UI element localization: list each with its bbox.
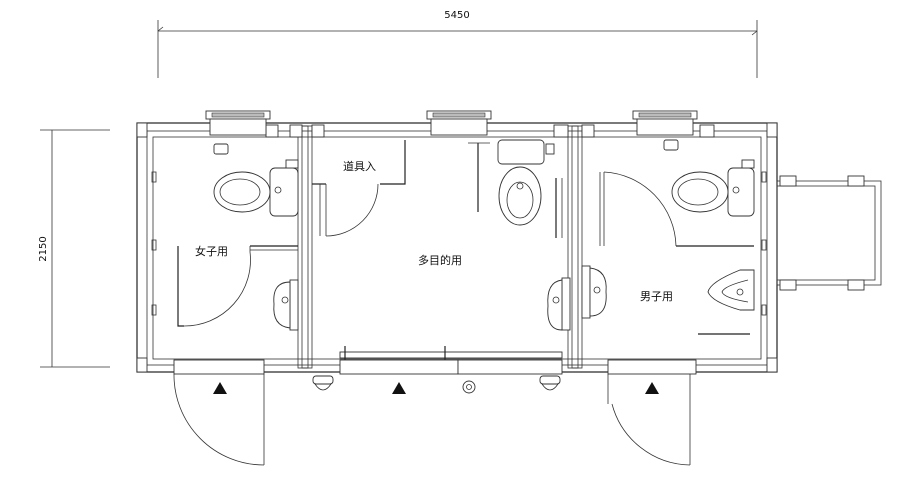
multipurpose-sink-icon [547, 277, 571, 331]
mens-room: 男子用 [581, 139, 755, 335]
multipurpose-entrance-arrow-icon [392, 382, 406, 394]
height-dimension: 2150 [38, 129, 110, 368]
vent-grilles [205, 110, 698, 136]
womens-sink-icon [273, 279, 299, 331]
mens-entrance-door-swing [611, 403, 691, 466]
width-dimension: 5450 [157, 10, 758, 78]
womens-entrance-door-swing [173, 373, 265, 466]
womens-toilet-icon [213, 159, 299, 217]
mens-entrance-arrow-icon [645, 382, 659, 394]
mens-room-label: 男子用 [640, 290, 673, 303]
multipurpose-room: 道具入 多目的用 [312, 139, 571, 362]
storage-door-swing [325, 183, 379, 237]
storage-label: 道具入 [343, 159, 376, 173]
womens-entrance-arrow-icon [213, 382, 227, 394]
partitions [265, 124, 715, 369]
womens-inner-door-swing [183, 251, 251, 327]
width-dimension-label: 5450 [444, 10, 469, 21]
multipurpose-room-label: 多目的用 [418, 253, 462, 267]
entrance-ramp [776, 175, 882, 291]
caster-icons [312, 375, 561, 394]
urinal-icon [707, 269, 755, 311]
womens-room-label: 女子用 [195, 244, 228, 258]
accessible-toilet-icon [497, 139, 555, 226]
bottom-fixtures [151, 171, 767, 466]
mens-paper-holder-icon [663, 139, 679, 151]
mens-toilet-icon [671, 159, 755, 217]
height-dimension-label: 2150 [38, 236, 49, 261]
mens-inner-door-swing [603, 171, 677, 247]
outer-walls [136, 122, 778, 373]
mens-sink-icon [581, 265, 607, 319]
womens-room: 女子用 [177, 143, 299, 331]
paper-holder-icon [213, 143, 229, 155]
